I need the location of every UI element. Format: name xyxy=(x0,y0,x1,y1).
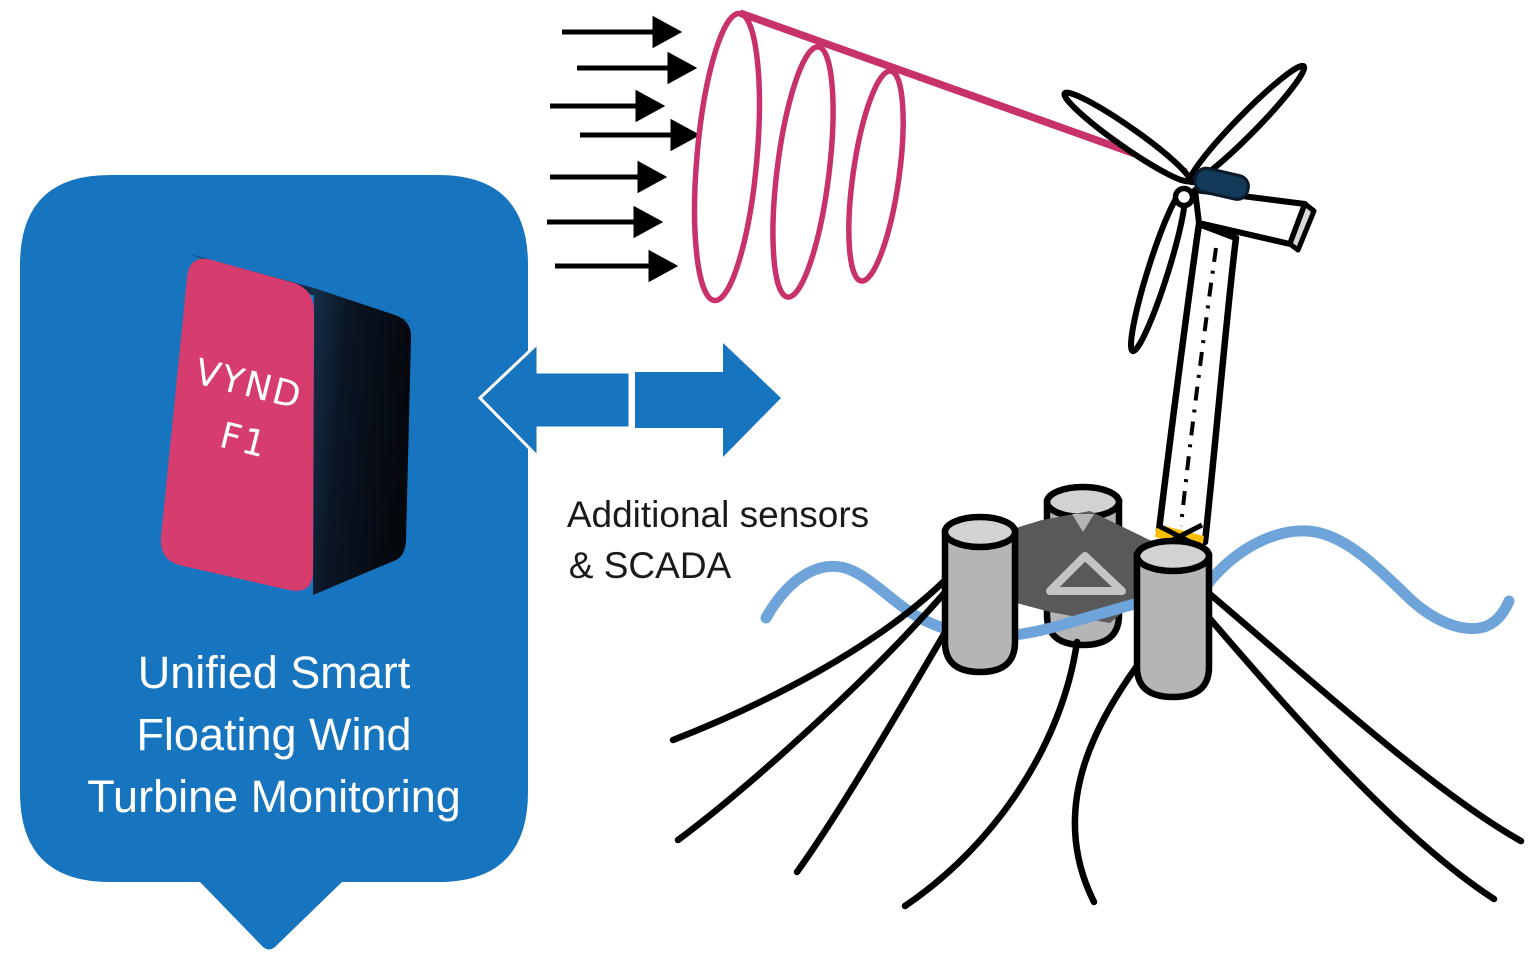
mooring-lines xyxy=(669,564,1525,910)
deck-triangle-mark xyxy=(1046,552,1126,595)
tower-shell xyxy=(1155,220,1240,546)
nacelle-end-face xyxy=(1287,201,1317,253)
helix-loop xyxy=(770,44,836,300)
bubble-caption-line-3: Turbine Monitoring xyxy=(87,771,461,822)
sensors-annotation: Additional sensors & SCADA xyxy=(567,494,869,586)
arrow-right-half xyxy=(635,343,781,457)
device-front-face xyxy=(160,258,314,591)
rotor-hub xyxy=(1172,185,1196,209)
platform-column-right-top xyxy=(1133,537,1213,575)
bubble-caption-line-2: Floating Wind xyxy=(136,709,411,760)
lidar-scan-helix xyxy=(691,9,1188,304)
platform-column-left xyxy=(941,513,1019,676)
rotor-nacelle-assembly xyxy=(1061,62,1317,355)
mooring-line xyxy=(669,564,961,744)
wind-arrow xyxy=(547,205,664,239)
mooring-line xyxy=(674,579,957,844)
wind-arrow xyxy=(580,118,701,152)
data-link-arrow-icon xyxy=(477,339,781,461)
wind-arrow xyxy=(562,15,683,49)
annotation-line-2: & SCADA xyxy=(569,545,732,586)
platform-column-right xyxy=(1133,552,1213,701)
floating-platform xyxy=(669,483,1525,910)
bubble-caption-line-1: Unified Smart xyxy=(138,647,411,698)
vynd-device: VYND F1 xyxy=(160,254,412,595)
mooring-line xyxy=(901,638,1081,910)
mooring-line xyxy=(1201,586,1525,845)
arrow-left-half xyxy=(477,339,632,461)
wind-arrow xyxy=(550,160,668,194)
mooring-line xyxy=(1194,601,1498,903)
deck-notch xyxy=(1072,514,1094,532)
device-side-face xyxy=(313,288,412,595)
turbine-tower xyxy=(1133,220,1240,575)
wind-arrow xyxy=(577,51,698,85)
wind-arrow xyxy=(550,89,666,123)
monitoring-bubble: VYND F1 Unified Smart Floating Wind Turb… xyxy=(20,175,528,950)
helix-loop xyxy=(691,10,763,304)
helix-loop xyxy=(846,68,906,284)
nacelle-lidar-unit xyxy=(1193,166,1250,201)
annotation-line-1: Additional sensors xyxy=(567,494,869,535)
lidar-beam-line xyxy=(738,9,1188,176)
wind-arrow xyxy=(555,249,679,283)
mooring-line xyxy=(793,598,967,876)
blade-up xyxy=(1186,62,1308,186)
wind-arrows xyxy=(547,15,701,283)
bubble-caption: Unified Smart Floating Wind Turbine Moni… xyxy=(87,647,461,822)
